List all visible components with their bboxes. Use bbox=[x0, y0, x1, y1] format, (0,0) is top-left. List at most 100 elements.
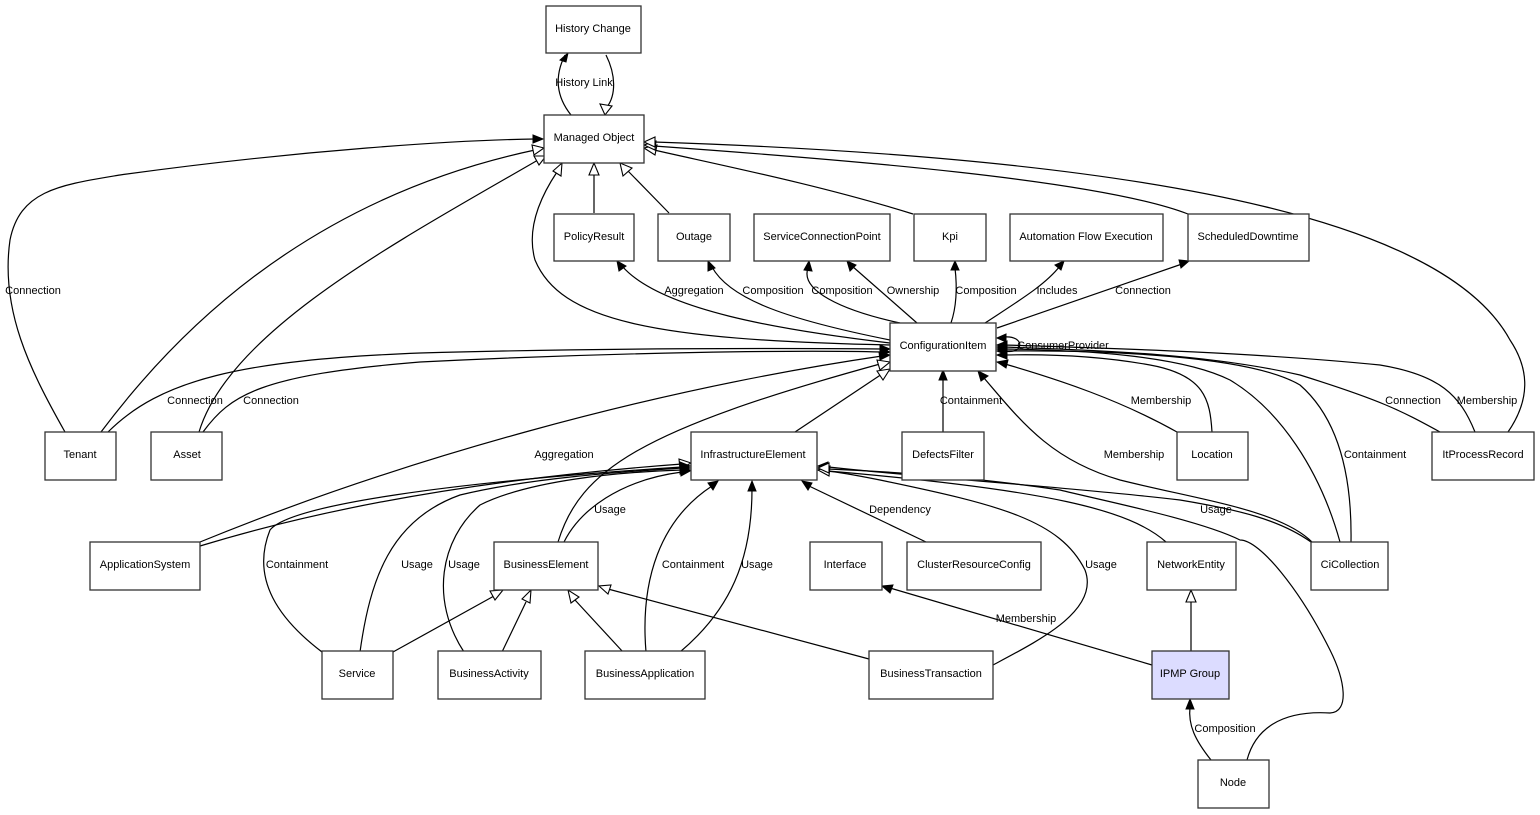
edge-label: Membership bbox=[1131, 395, 1192, 407]
class-node-service[interactable]: Service bbox=[321, 650, 394, 700]
edge-label: Dependency bbox=[869, 504, 931, 516]
edge-label: Containment bbox=[1344, 449, 1406, 461]
node-label: PolicyResult bbox=[564, 231, 625, 243]
edge-label: Membership bbox=[1104, 449, 1165, 461]
class-node-configuration-item[interactable]: ConfigurationItem bbox=[889, 322, 997, 372]
class-node-business-application[interactable]: BusinessApplication bbox=[584, 650, 706, 700]
class-node-business-element[interactable]: BusinessElement bbox=[493, 541, 599, 591]
edge-label: Connection bbox=[5, 285, 61, 297]
arrow-head-hollow bbox=[567, 588, 580, 604]
edge-ci-policyresult-aggregation bbox=[616, 260, 891, 344]
class-node-node[interactable]: Node bbox=[1197, 759, 1270, 809]
class-node-application-system[interactable]: ApplicationSystem bbox=[89, 541, 201, 591]
class-node-network-entity[interactable]: NetworkEntity bbox=[1146, 541, 1237, 591]
edge-label: Usage bbox=[741, 559, 773, 571]
class-node-asset[interactable]: Asset bbox=[150, 431, 223, 481]
class-node-ci-collection[interactable]: CiCollection bbox=[1310, 541, 1389, 591]
edge-businesselement-infra-usage bbox=[563, 467, 692, 543]
edge-businessapp-infra-containment bbox=[644, 480, 719, 653]
arrow-head-filled bbox=[977, 370, 989, 382]
arrow-head-filled bbox=[747, 479, 757, 492]
edge-ci-kpi-composition bbox=[950, 259, 960, 324]
node-label: ConfigurationItem bbox=[900, 340, 987, 352]
edge-appsystem-ci-aggregation bbox=[199, 351, 892, 543]
edge-label: Includes bbox=[1037, 285, 1078, 297]
edge-label: Usage bbox=[1085, 559, 1117, 571]
edge-infra-ci-inherit bbox=[794, 368, 892, 433]
class-node-history-change[interactable]: History Change bbox=[545, 5, 642, 54]
class-node-managed-object[interactable]: Managed Object bbox=[543, 114, 645, 164]
arrow-head-filled bbox=[707, 480, 719, 491]
arrow-head-filled bbox=[1054, 260, 1065, 271]
edge-service-infra-containment bbox=[263, 461, 692, 653]
edge-history-inherit bbox=[599, 54, 615, 117]
class-node-service-connection-point[interactable]: ServiceConnectionPoint bbox=[753, 213, 891, 262]
arrow-head-hollow bbox=[816, 462, 830, 474]
node-label: ItProcessRecord bbox=[1442, 449, 1523, 461]
class-node-infrastructure-element[interactable]: InfrastructureElement bbox=[690, 431, 818, 481]
class-node-ipmp-group[interactable]: IPMP Group bbox=[1151, 650, 1230, 700]
node-label: Kpi bbox=[942, 231, 958, 243]
edge-ipmp-interface-membership bbox=[880, 584, 1153, 666]
edge-tenant-managedobject-connection bbox=[7, 134, 545, 433]
edge-businessapp-infra-usage bbox=[679, 479, 757, 653]
edge-label: ConsumerProvider bbox=[1017, 340, 1109, 352]
arrow-head-filled bbox=[1178, 259, 1191, 269]
class-node-business-activity[interactable]: BusinessActivity bbox=[437, 650, 542, 700]
node-label: Interface bbox=[824, 559, 867, 571]
edge-ci-scp-composition bbox=[803, 259, 901, 324]
edge-defectsfilter-ci-containment bbox=[938, 368, 948, 432]
arrow-head-filled bbox=[803, 259, 813, 272]
edge-node-infra bbox=[816, 462, 1344, 761]
node-label: DefectsFilter bbox=[912, 449, 974, 461]
edge-label: Containment bbox=[662, 559, 724, 571]
arrow-head-filled bbox=[532, 134, 545, 144]
edge-businesselement-ci-inherit bbox=[557, 359, 892, 543]
edge-cicollection-ci-membership bbox=[977, 370, 1313, 543]
arrow-head-filled bbox=[950, 259, 960, 271]
class-node-defects-filter[interactable]: DefectsFilter bbox=[901, 431, 985, 481]
class-node-it-process-record[interactable]: ItProcessRecord bbox=[1431, 431, 1535, 481]
class-node-location[interactable]: Location bbox=[1176, 431, 1249, 481]
node-label: Node bbox=[1220, 777, 1246, 789]
edge-label: Composition bbox=[955, 285, 1016, 297]
arrow-head-hollow bbox=[599, 103, 614, 117]
node-label: ClusterResourceConfig bbox=[917, 559, 1031, 571]
edge-location-ci bbox=[995, 350, 1213, 433]
class-node-business-transaction[interactable]: BusinessTransaction bbox=[868, 650, 994, 700]
edge-businesstransaction-businesselement bbox=[597, 584, 870, 660]
class-node-outage[interactable]: Outage bbox=[657, 213, 731, 262]
arrow-head-hollow bbox=[533, 155, 548, 166]
class-node-kpi[interactable]: Kpi bbox=[913, 213, 987, 262]
node-label: BusinessTransaction bbox=[880, 668, 982, 680]
class-node-interface[interactable]: Interface bbox=[809, 541, 883, 591]
edge-location-ci-membership bbox=[995, 359, 1178, 433]
edge-tenant-managedobject bbox=[100, 144, 546, 433]
edge-policyresult-managedobject bbox=[588, 161, 600, 213]
edge-label: Usage bbox=[594, 504, 626, 516]
arrow-head-hollow bbox=[876, 359, 892, 371]
edge-label: Usage bbox=[1200, 504, 1232, 516]
edge-clusterresource-infra-dependency bbox=[800, 480, 927, 543]
class-node-tenant[interactable]: Tenant bbox=[44, 431, 117, 481]
edge-cicollection-ci bbox=[995, 344, 1341, 543]
class-node-cluster-resource-config[interactable]: ClusterResourceConfig bbox=[906, 541, 1042, 591]
edge-label: History Link bbox=[555, 77, 613, 89]
class-node-automation-flow-execution[interactable]: Automation Flow Execution bbox=[1009, 213, 1164, 262]
node-label: BusinessActivity bbox=[449, 668, 529, 680]
arrow-head-filled bbox=[878, 351, 892, 361]
edge-ci-outage-composition bbox=[707, 259, 891, 341]
class-node-policy-result[interactable]: PolicyResult bbox=[553, 213, 635, 262]
edge-label: Connection bbox=[1115, 285, 1171, 297]
node-label: Outage bbox=[676, 231, 712, 243]
arrow-head-filled bbox=[616, 260, 627, 272]
arrow-head-hollow bbox=[588, 161, 600, 176]
edge-label: Composition bbox=[811, 285, 872, 297]
edge-itprocessrecord-ci-connection bbox=[995, 342, 1441, 433]
edge-history-link bbox=[557, 51, 572, 116]
class-node-scheduled-downtime[interactable]: ScheduledDowntime bbox=[1187, 213, 1310, 262]
edge-ci-managedobject bbox=[531, 161, 891, 346]
edge-itprocessrecord-managedobject bbox=[642, 136, 1526, 433]
arrow-head-hollow bbox=[1185, 588, 1197, 603]
edge-businessactivity-businesselement bbox=[501, 588, 532, 653]
